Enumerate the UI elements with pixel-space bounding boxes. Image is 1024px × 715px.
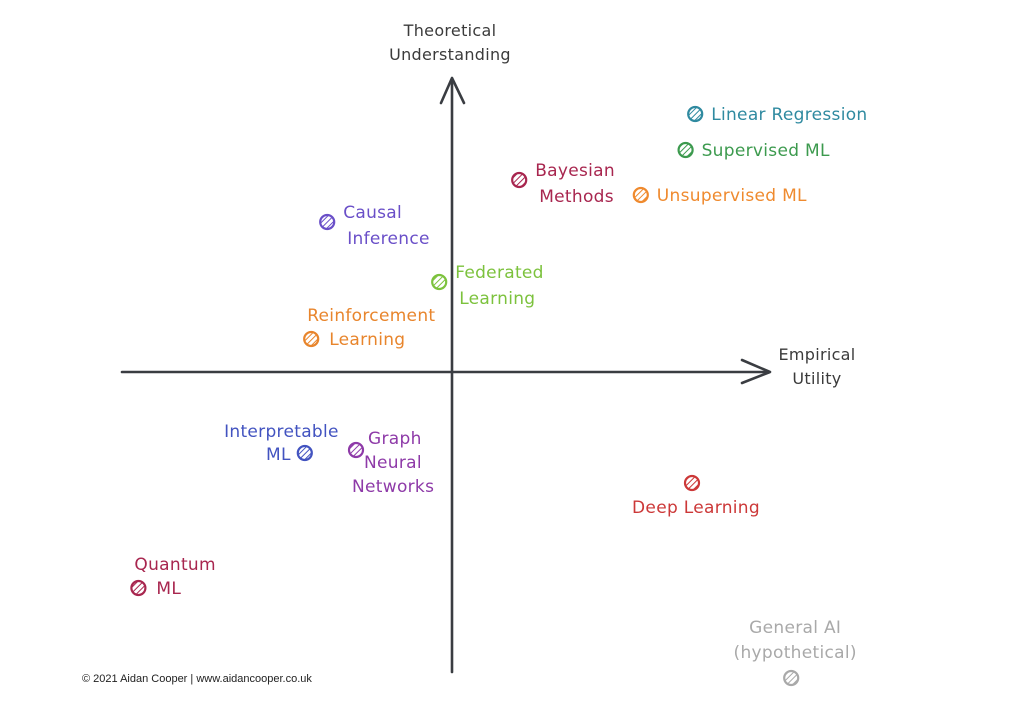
data-point-label: Graph <box>368 429 422 449</box>
y-axis-title-line-2: Understanding <box>389 45 511 64</box>
data-point-label: Interpretable <box>224 422 339 442</box>
axes <box>120 76 772 674</box>
data-point-group: General AI (hypothetical) <box>734 618 857 687</box>
y-axis-title-line-1: Theoretical <box>403 21 497 40</box>
data-point-group: Unsupervised ML <box>632 186 807 206</box>
data-point-marker <box>511 171 528 189</box>
data-point-label: Bayesian <box>535 161 615 181</box>
data-point-label: General AI <box>749 618 841 638</box>
y-axis-arrowhead <box>439 76 466 105</box>
data-point-label: ML <box>156 579 181 599</box>
data-point-marker <box>683 474 701 492</box>
copyright-credit: © 2021 Aidan Cooper | www.aidancooper.co… <box>82 673 312 685</box>
data-point-group: Linear Regression <box>687 105 867 125</box>
data-point-label: Supervised ML <box>702 141 830 161</box>
data-point-label: Neural <box>364 453 422 473</box>
data-point-marker <box>319 213 336 231</box>
data-point-marker <box>303 330 320 348</box>
data-point-marker <box>687 105 704 123</box>
data-point-label: Networks <box>352 477 434 497</box>
data-point-group: Deep Learning <box>632 474 760 518</box>
data-point-label: Reinforcement <box>307 306 435 326</box>
data-point-label: (hypothetical) <box>734 643 857 663</box>
data-point-label: Learning <box>329 330 405 350</box>
x-axis-title-line-1: Empirical <box>778 345 855 364</box>
data-point-marker <box>347 441 365 459</box>
data-point-group: Supervised ML <box>677 141 830 161</box>
data-point-label: Unsupervised ML <box>657 186 807 206</box>
data-point-label: ML <box>266 445 291 465</box>
data-point-label: Causal <box>343 203 402 223</box>
data-point-label: Quantum <box>134 555 215 575</box>
data-point-label: Inference <box>347 229 430 249</box>
data-point-marker <box>632 186 649 204</box>
x-axis-title-line-2: Utility <box>792 369 841 388</box>
data-point-marker <box>130 579 147 597</box>
data-point-marker <box>296 444 313 462</box>
data-point-marker <box>783 669 800 687</box>
data-point-label: Linear Regression <box>711 105 867 125</box>
data-point-label: Deep Learning <box>632 498 760 518</box>
data-point-label: Methods <box>539 187 614 207</box>
data-point-label: Learning <box>459 289 535 309</box>
data-point-label: Federated <box>455 263 544 283</box>
x-axis-arrowhead <box>740 358 772 385</box>
data-point-marker <box>677 141 694 159</box>
data-point-marker <box>431 273 448 291</box>
